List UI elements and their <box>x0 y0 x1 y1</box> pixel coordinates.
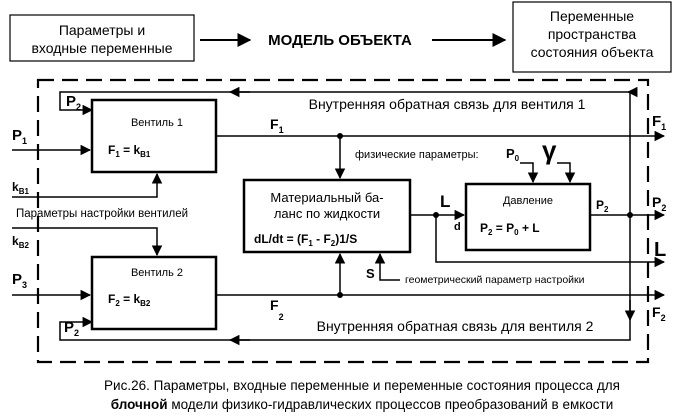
pressure-formula: P2 = P0 + L <box>480 221 540 237</box>
label-p3: P3 <box>12 271 27 290</box>
state-box-line-1: Переменные <box>550 8 634 24</box>
tuning-params-label: Параметры настройки вентилей <box>16 208 188 220</box>
object-boundary <box>36 78 650 364</box>
valve-2-title: Вентиль 2 <box>131 267 183 279</box>
state-box-line-3: состояния объекта <box>531 44 654 60</box>
valve-1-title: Вентиль 1 <box>131 117 183 129</box>
label-p2-top: P2 <box>66 93 81 112</box>
inputs-box-line-1: Параметры и <box>59 22 145 38</box>
feedback-bottom-label: Внутренняя обратная связь для вентиля 2 <box>317 318 594 334</box>
geom-param-label: геометрический параметр настройки <box>405 274 585 286</box>
inputs-box <box>9 14 195 62</box>
label-gamma: γ <box>542 135 557 165</box>
valve-1-block <box>90 98 218 174</box>
phys-params-label: физические параметры: <box>355 149 479 161</box>
pressure-title: Давление <box>503 195 553 207</box>
caption-line-2: блочной модели физико-гидравлических про… <box>111 397 614 412</box>
label-d: d <box>454 221 461 233</box>
balance-equation: dL/dt = (F1 - F2)1/S <box>254 232 357 248</box>
label-f1-mid: F1 <box>270 116 284 135</box>
inputs-box-line-2: входные переменные <box>31 40 172 56</box>
feedback-loop-1-line <box>59 91 631 215</box>
state-box <box>512 1 672 73</box>
label-f2-out: F2 <box>652 304 666 323</box>
feedback-top-label: Внутренняя обратная связь для вентиля 1 <box>309 96 586 112</box>
label-kb1: kВ1 <box>12 180 29 196</box>
feedback-loop-2-line <box>59 215 631 341</box>
gamma-arrow <box>557 162 576 184</box>
balance-block <box>242 178 412 254</box>
label-f2-mid: F2 <box>270 297 284 322</box>
kb2-input-arrow <box>12 227 163 257</box>
label-l: L <box>440 192 450 211</box>
valve-2-block <box>90 255 218 331</box>
p0-arrow <box>520 162 539 184</box>
balance-title-line-2: ланс по жидкости <box>274 206 380 221</box>
label-l-out: L <box>654 239 666 261</box>
l-output-line <box>435 215 666 268</box>
valve-2-formula: F2 = kВ2 <box>108 292 151 308</box>
balance-title-line-1: Материальный ба- <box>270 190 383 205</box>
geom-param-arrow <box>374 252 400 281</box>
kb1-input-arrow <box>12 172 163 198</box>
state-box-line-2: пространства <box>548 26 637 42</box>
pressure-block <box>464 182 592 252</box>
label-p2-bottom: P2 <box>64 319 79 338</box>
label-s: S <box>366 266 375 281</box>
valve-1-formula: F1 = kВ1 <box>108 143 151 159</box>
label-f1-out: F1 <box>652 113 666 132</box>
label-kb2: kВ2 <box>12 234 29 250</box>
label-p0: P0 <box>506 146 520 163</box>
label-p2-pressure-out: P2 <box>596 198 609 214</box>
caption-line-1: Рис.26. Параметры, входные переменные и … <box>104 378 620 393</box>
label-p2-out: P2 <box>652 194 666 213</box>
label-p1: P1 <box>12 127 27 146</box>
model-title: МОДЕЛЬ ОБЪЕКТА <box>268 32 412 49</box>
